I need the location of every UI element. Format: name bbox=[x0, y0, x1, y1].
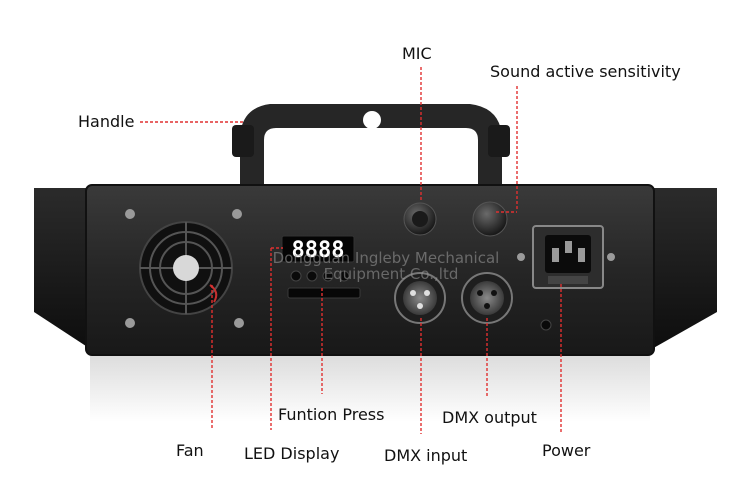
dmx-input-connector bbox=[394, 272, 446, 324]
handle-hole bbox=[363, 111, 381, 129]
fuse-holder bbox=[540, 319, 552, 331]
mic-grille bbox=[412, 211, 428, 227]
label-power: Power bbox=[542, 441, 591, 460]
function-button-3 bbox=[322, 270, 334, 282]
watermark-line-2: Equipment Co.,ltd bbox=[324, 265, 459, 283]
label-function-press: Funtion Press bbox=[278, 405, 385, 424]
function-button-4 bbox=[338, 270, 350, 282]
fan-hub bbox=[173, 255, 199, 281]
function-buttons bbox=[290, 270, 350, 282]
label-handle: Handle bbox=[78, 112, 135, 131]
label-mic: MIC bbox=[402, 44, 432, 63]
handle-knob-right bbox=[488, 125, 510, 157]
watermark-line-1: Dongguan Ingleby Mechanical bbox=[273, 249, 500, 267]
left-side-housing bbox=[34, 188, 92, 350]
front-panel bbox=[85, 184, 655, 356]
label-sound-sensitivity: Sound active sensitivity bbox=[490, 62, 681, 81]
function-button-1 bbox=[290, 270, 302, 282]
right-side-housing bbox=[650, 188, 717, 350]
label-fan: Fan bbox=[176, 441, 204, 460]
corner-screws bbox=[125, 209, 244, 328]
callout-lines bbox=[140, 67, 562, 434]
led-digits: 8888 bbox=[292, 238, 345, 263]
handle bbox=[232, 104, 510, 185]
sensitivity-knob bbox=[472, 201, 508, 237]
label-dmx-output: DMX output bbox=[442, 408, 537, 427]
handle-knob-left bbox=[232, 125, 254, 157]
led-display: 8888 bbox=[281, 235, 355, 263]
label-led-display: LED Display bbox=[244, 444, 340, 463]
label-dmx-input: DMX input bbox=[384, 446, 468, 465]
function-button-2 bbox=[306, 270, 318, 282]
floor-reflection bbox=[90, 352, 650, 422]
dmx-output-connector bbox=[461, 272, 513, 324]
fan bbox=[139, 221, 233, 315]
ir-window bbox=[287, 287, 361, 299]
power-socket bbox=[517, 225, 615, 289]
